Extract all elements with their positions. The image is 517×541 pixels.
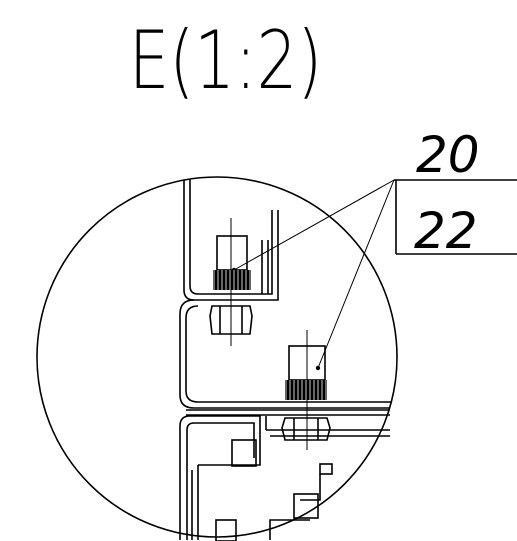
- lower-knurled-nut: [285, 380, 327, 400]
- callout-label-bottom: 22: [414, 202, 478, 260]
- upper-bolt-assembly: [209, 218, 253, 346]
- detail-circle: [36, 176, 398, 538]
- lower-bolt-assembly: [281, 330, 331, 450]
- lower-hex-nut: [281, 417, 331, 441]
- detail-contents: [179, 177, 397, 541]
- callout-block: 20 22: [231, 126, 517, 371]
- leader-line-to-lower-nut: [317, 179, 395, 369]
- leader-dot-lower: [315, 365, 321, 371]
- leader-line-to-upper-nut: [233, 179, 395, 271]
- upper-hex-nut: [209, 305, 253, 335]
- upper-knurled-nut: [213, 270, 251, 290]
- callout-label-top: 20: [416, 126, 480, 184]
- detail-title: E(1:2): [129, 15, 322, 108]
- z-profile: [179, 299, 397, 416]
- lower-housing: [179, 415, 397, 541]
